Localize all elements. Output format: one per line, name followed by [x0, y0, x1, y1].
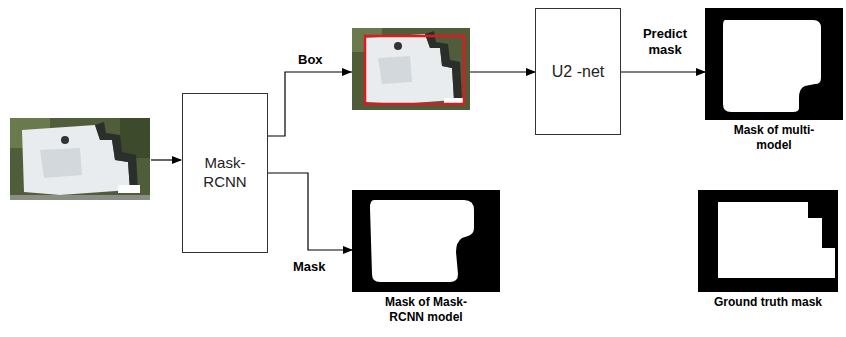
mask-background	[705, 8, 843, 120]
mask-region	[718, 202, 835, 278]
mask-picture	[705, 8, 843, 120]
mask-background	[698, 190, 838, 292]
box-label: U2 -net	[541, 62, 615, 82]
input-aerial-image	[10, 118, 150, 200]
mask-image: Mask of multi-model	[705, 8, 843, 153]
mask-image: Ground truth mask	[698, 190, 838, 310]
process-box: U2 -net	[535, 8, 621, 135]
mask-caption: Ground truth mask	[700, 295, 836, 310]
process-box: Mask-RCNN	[182, 93, 268, 253]
edge-label: Mask	[292, 259, 327, 275]
mask-image: Mask of Mask-RCNN model	[352, 190, 500, 325]
connector-arrow	[621, 71, 705, 72]
box-label: Mask-RCNN	[196, 154, 254, 192]
mask-picture	[698, 190, 838, 292]
connector-arrow	[268, 173, 352, 250]
edge-label: Box	[297, 52, 324, 68]
edge-label: Predict mask	[628, 26, 702, 57]
mask-background	[352, 190, 500, 292]
mask-caption: Mask of Mask-RCNN model	[370, 295, 482, 325]
boxed-aerial-image	[352, 28, 470, 110]
mask-caption: Mask of multi-model	[718, 123, 830, 153]
mask-region	[370, 200, 474, 282]
mask-picture	[352, 190, 500, 292]
input-arrow	[151, 159, 181, 160]
mask-region	[723, 20, 821, 112]
